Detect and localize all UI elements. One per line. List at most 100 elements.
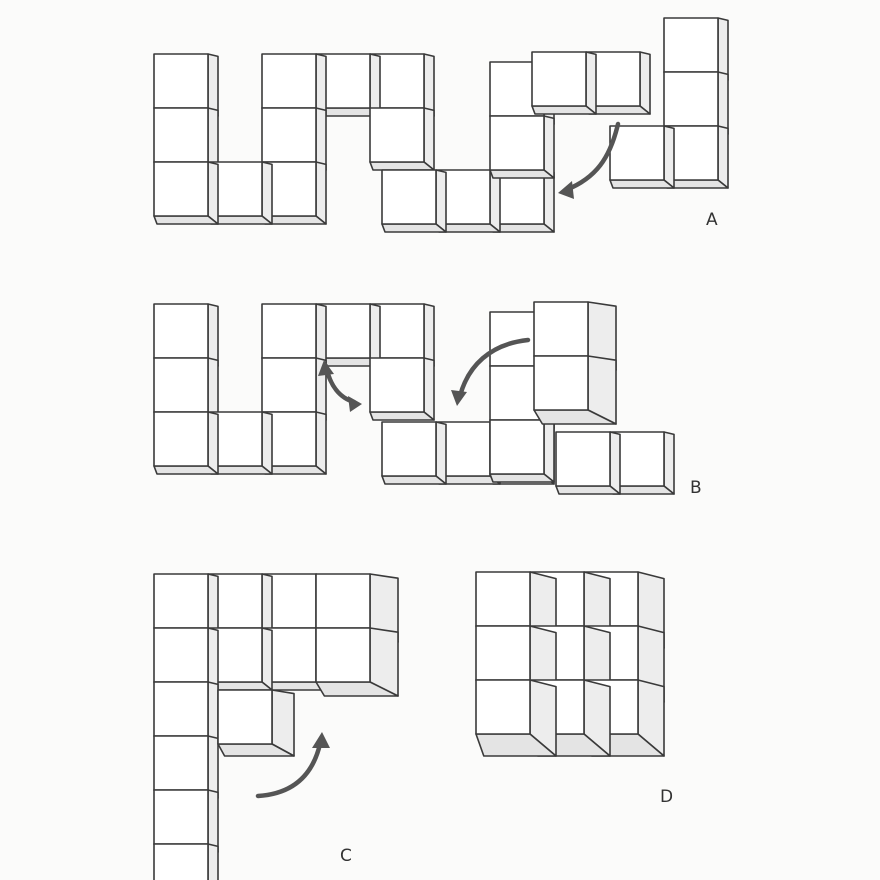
cube-side-face (543, 169, 555, 233)
cube (153, 789, 219, 853)
cube (381, 421, 447, 485)
cube-front-face (153, 107, 209, 163)
cube (153, 357, 219, 421)
cube-side-face (423, 53, 435, 117)
cube-side-face (315, 107, 327, 171)
cube-side-face (543, 115, 555, 179)
cube (315, 303, 381, 367)
cube (153, 411, 219, 475)
cube-side-face (369, 303, 381, 367)
cube-side-face (717, 125, 729, 189)
cube (207, 161, 273, 225)
cube (489, 419, 555, 483)
cube-front-face (475, 679, 531, 735)
cube-front-face (315, 627, 371, 683)
panel-d-label: D (660, 787, 673, 807)
cube-side-face (207, 411, 219, 475)
cube (207, 627, 273, 691)
cube-front-face (217, 689, 273, 745)
cube-side-face (423, 107, 435, 171)
cube-front-face (261, 303, 317, 359)
cube-bottom-face (489, 169, 555, 179)
cube (609, 431, 675, 495)
panel-b-label: B (690, 478, 702, 498)
cube (315, 627, 399, 697)
panel-c-cubes (153, 573, 399, 880)
cube-side-face (207, 843, 219, 880)
cube-front-face (153, 789, 209, 845)
panel-a-label: A (706, 210, 718, 230)
cube-side-face (207, 735, 219, 799)
panel-a: A (153, 17, 729, 233)
cube-front-face (663, 17, 719, 73)
cube-side-face (717, 71, 729, 135)
cube (489, 115, 555, 179)
cube-side-face (435, 169, 447, 233)
cube-front-face (261, 107, 317, 163)
cube-front-face (533, 301, 589, 357)
cube-bottom-face (609, 179, 675, 189)
cube (663, 17, 729, 81)
cube (153, 627, 219, 691)
cube (153, 843, 219, 880)
cube (153, 53, 219, 117)
cube-front-face (531, 51, 587, 107)
cube (207, 411, 273, 475)
cube-front-face (153, 843, 209, 880)
cube-side-face (207, 681, 219, 745)
cube (663, 125, 729, 189)
panel-c-arrow (255, 732, 330, 799)
cube-side-face (315, 53, 327, 117)
cube-bottom-face (381, 475, 447, 485)
cube (381, 169, 447, 233)
cube-front-face (489, 115, 545, 171)
cube-bottom-face (531, 105, 597, 115)
panel-c-label: C (340, 846, 352, 866)
cube-front-face (663, 71, 719, 127)
cube-side-face (423, 303, 435, 367)
cube-side-face (369, 53, 381, 117)
panel-d-cubes (475, 571, 665, 757)
cube-side-face (663, 431, 675, 495)
cube-side-face (207, 161, 219, 225)
panel-b-arrow-right (451, 337, 531, 406)
cube-side-face (207, 627, 219, 691)
cube (261, 53, 327, 117)
cube-side-face (639, 51, 651, 115)
cube-side-face (261, 573, 273, 637)
cube-front-face (153, 681, 209, 737)
cube-side-face (663, 125, 675, 189)
cube-front-face (381, 421, 437, 477)
cube (663, 71, 729, 135)
cube-front-face (153, 573, 209, 629)
cube-bottom-face (369, 411, 435, 421)
cube-bottom-face (381, 223, 447, 233)
cube-front-face (153, 411, 209, 467)
cube (261, 303, 327, 367)
cube (555, 431, 621, 495)
cube-side-face (315, 411, 327, 475)
cube-side-face (543, 419, 555, 483)
cube (217, 689, 295, 757)
cube-front-face (261, 53, 317, 109)
cube (153, 735, 219, 799)
cube-front-face (153, 53, 209, 109)
cube-front-face (489, 419, 545, 475)
cube-side-face (207, 53, 219, 117)
cube-side-face (489, 169, 501, 233)
cube-front-face (153, 357, 209, 413)
cube-front-face (555, 431, 611, 487)
cube-bottom-face (489, 473, 555, 483)
cube (153, 107, 219, 171)
cube-side-face (261, 411, 273, 475)
cube-front-face (369, 107, 425, 163)
cube (609, 125, 675, 189)
cube-side-face (261, 161, 273, 225)
panel-c: C (153, 573, 399, 880)
cube-side-face (717, 17, 729, 81)
cube-front-face (153, 161, 209, 217)
cube-side-face (435, 421, 447, 485)
cube (369, 357, 435, 421)
cube-bottom-face (555, 485, 621, 495)
